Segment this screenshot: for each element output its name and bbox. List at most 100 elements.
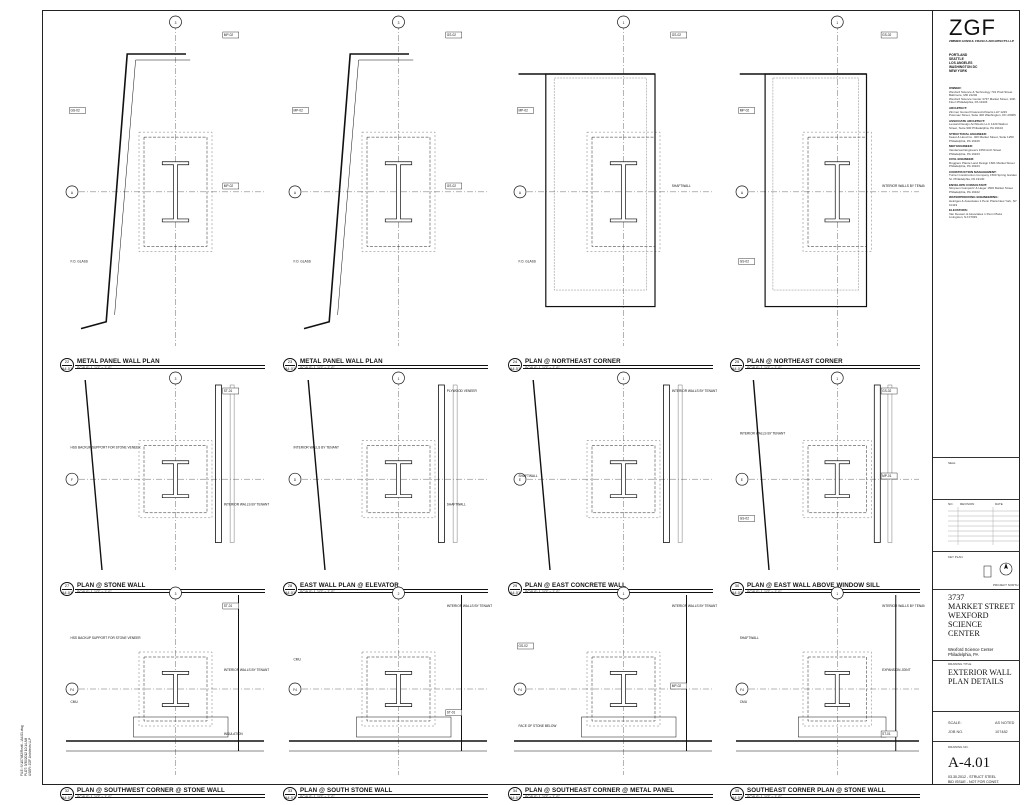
annotation-tag: GS-02 [740, 517, 749, 521]
annotation-tag: SHAFTWALL [672, 184, 691, 188]
consultant-text: Lessard Design Architects LLC 1420 Walnu… [949, 122, 1008, 130]
consultant-heading: CONSTRUCTION MANAGEMENT: [949, 169, 997, 174]
grid-bubble [830, 586, 844, 600]
axis-bubble [65, 682, 79, 696]
scale-label: SCALE: [948, 721, 962, 725]
detail-number: 29 [512, 583, 518, 588]
title-underline [745, 365, 920, 366]
annotation-tag: MP-01 [882, 474, 892, 478]
annotation-tag: MP-02 [740, 109, 750, 113]
axis-bubble [65, 472, 79, 486]
consultant-heading: OWNER: [949, 86, 962, 90]
annotation-tag: INTERIOR WALLS BY TENANT [224, 502, 270, 506]
scale-value: AS NOTED [995, 721, 1015, 725]
annotation-tag: INTERIOR WALLS BY TENANT [224, 668, 270, 672]
divider [933, 499, 1020, 500]
grid-bubble [169, 15, 182, 29]
steel-column [161, 161, 190, 223]
firm-name: ZIMMER GUNSUL FRASCA ARCHITECTS LLP [949, 39, 1015, 43]
axis-label: A [294, 191, 297, 195]
drawing-no-label: DRAWING NO. [948, 745, 969, 749]
consultant-text: Zimmer Gunsul Frasca Architects LLP 1223… [949, 109, 1016, 118]
axis-label: F4 [70, 688, 74, 692]
title-underline [523, 365, 713, 366]
detail-number: 28 [287, 583, 293, 588]
steel-column [824, 161, 850, 223]
annotation-tag: MP-02 [672, 684, 682, 688]
grid-label: 1 [623, 377, 625, 381]
grid-bubble [830, 371, 844, 385]
axis-label: A [71, 191, 74, 195]
divider [933, 589, 1020, 590]
steel-column [384, 161, 413, 223]
consultant-text: Keast & Hood Co. 400 Market Street, Suit… [949, 135, 1014, 143]
detail-sheet-ref: A4.01 [284, 795, 296, 800]
detail-sheet-ref: A4.01 [509, 590, 521, 595]
grid-label: 1 [836, 377, 838, 381]
divider [933, 711, 1020, 712]
grid-bubble [617, 371, 630, 385]
file-path-notes: FILE: S:\107482\Revit\...\A4.01.dwg PLOT… [20, 725, 32, 776]
client-name: Wexford Science Center Philadelphia, PA [948, 647, 994, 657]
detail-number: 25 [734, 359, 740, 364]
detail-number: 24 [512, 359, 518, 364]
annotation-tag: GS-02 [519, 644, 528, 648]
annotation-tag: INTERIOR WALLS BY TENANT [294, 446, 340, 450]
consultant-text: Vanderweil Engineers 1650 Arch Street Ph… [949, 147, 1002, 156]
axis-bubble [735, 185, 749, 199]
axis-bubble [513, 472, 527, 486]
issue-notes: 03.30.2012 - STRUCT STEEL BID ISSUE - NO… [948, 775, 1000, 784]
title-underline [298, 589, 488, 590]
consultant-text: Turner Construction Company 1500 Spring … [949, 173, 1017, 182]
annotation-tag: ST-01 [447, 711, 456, 715]
axis-bubble [513, 682, 527, 696]
grid-bubble [169, 586, 182, 600]
annotation-tag: SHAFTWALL [447, 502, 466, 506]
rev-date-header: DATE [995, 502, 1003, 506]
axis-label: E [741, 478, 743, 482]
annotation-tag: PLYWOOD VENEER [447, 389, 478, 393]
annotation-tag: CMU [740, 700, 748, 704]
consultant-text: Wexford Science & Technology 701 Pratt S… [949, 89, 1013, 98]
annotation-tag: GS-02 [882, 389, 891, 393]
detail-scale: SCALE: 1-1/2" = 1'-0" [525, 590, 560, 594]
annotation-tag: F.O. GLASS [519, 260, 536, 264]
detail-title: METAL PANEL WALL PLAN [300, 358, 383, 365]
consultant-text: Ruggiero Plante Land Design 1601 Market … [949, 160, 1015, 169]
detail-number: 23 [287, 359, 293, 364]
axis-bubble [288, 472, 302, 486]
consultant-heading: MEP ENGINEER: [949, 144, 973, 149]
seal-label: SEAL [948, 461, 956, 465]
grid-bubble [392, 586, 405, 600]
annotation-tag: HSS BACKUP SUPPORT FOR STONE VENEER [71, 446, 142, 450]
consultant-text: Simpson Gumpertz & Heger 1500 Market Str… [949, 186, 1013, 194]
title-block: ZGF ZIMMER GUNSUL FRASCA ARCHITECTS LLP … [933, 10, 1020, 785]
annotation-tag: MP-02 [294, 109, 304, 113]
detail-title: PLAN @ EAST WALL ABOVE WINDOW SILL [747, 582, 880, 589]
annotation-tag: INTERIOR WALLS BY TENANT [447, 604, 493, 608]
grid-bubble [830, 15, 844, 29]
consultant-heading: STRUCTURAL ENGINEER: [949, 131, 987, 136]
title-underline [75, 365, 265, 366]
consultant-list: OWNER:Wexford Science & Technology 701 P… [949, 85, 1017, 220]
title-underline-thin [298, 368, 488, 369]
annotation-tag: SHAFTWALL [519, 474, 538, 478]
detail-title: METAL PANEL WALL PLAN [77, 358, 160, 365]
zgf-logo: ZGF [949, 15, 996, 40]
steel-column [161, 671, 190, 707]
consultant-heading: ASSOCIATE ARCHITECT: [949, 118, 985, 123]
axis-bubble [513, 185, 527, 199]
